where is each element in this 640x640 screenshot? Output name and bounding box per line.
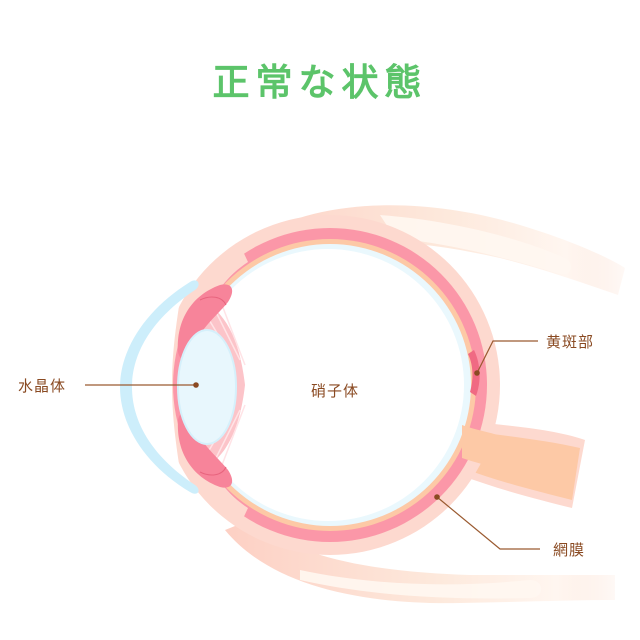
macula-label: 黄斑部 xyxy=(546,333,595,351)
page-title: 正常な状態 xyxy=(212,61,428,104)
leader-lines xyxy=(85,340,540,550)
lens-label: 水晶体 xyxy=(18,377,67,395)
optic-disc xyxy=(462,425,500,468)
cornea xyxy=(120,280,199,494)
retina-marker-dot xyxy=(434,494,440,500)
vitreous-body xyxy=(192,249,464,521)
crystalline-lens xyxy=(177,329,237,445)
vitreous-label: 硝子体 xyxy=(311,382,360,400)
macula xyxy=(468,350,480,396)
lens-marker-dot xyxy=(193,382,199,388)
macula-marker-dot xyxy=(474,370,480,376)
retina-label: 網膜 xyxy=(553,541,586,559)
lower-eye-muscle xyxy=(225,520,615,604)
